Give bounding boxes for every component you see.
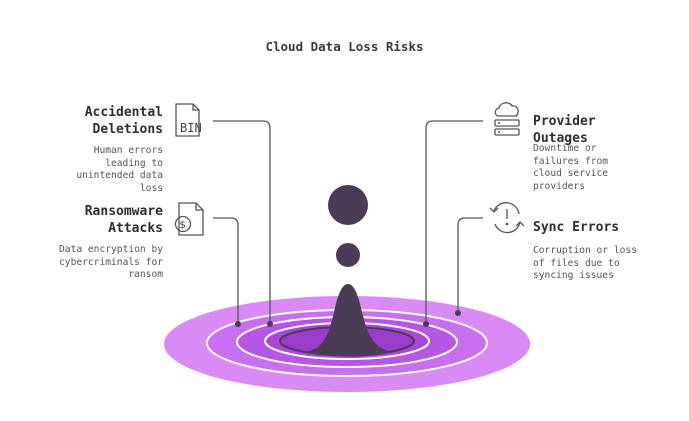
sync-alert-icon (489, 202, 525, 234)
dollar-icon-label: $ (180, 220, 186, 231)
heading-provider-outages: Provider Outages (533, 114, 596, 146)
connector-dot-sync-errors (455, 310, 461, 316)
cloud-server-icon (494, 102, 520, 136)
connector-dot-provider-outages (423, 321, 429, 327)
water-drop-large (328, 185, 368, 225)
bin-file-icon (175, 103, 200, 137)
heading-accidental-deletions: Accidental Deletions (84, 105, 163, 137)
splash-peak (304, 284, 394, 357)
desc-ransomware-attacks: Data encryption by cybercriminals for ra… (59, 244, 163, 280)
diagram-title: Cloud Data Loss Risks (265, 39, 424, 54)
connector-dot-ransomware-attacks (235, 321, 241, 327)
bin-icon-label: BIN (180, 121, 202, 135)
desc-accidental-deletions: Human errors leading to unintended data … (76, 145, 163, 194)
connector-sync-errors (457, 217, 483, 313)
water-drop-small (336, 243, 360, 267)
connector-provider-outages (425, 120, 483, 324)
desc-sync-errors: Corruption or loss of files due to synci… (533, 245, 637, 281)
desc-provider-outages: Downtime or failures from cloud service … (533, 143, 609, 192)
heading-ransomware-attacks: Ransomware Attacks (84, 204, 163, 236)
dollar-file-icon (174, 202, 204, 236)
connector-ransomware-attacks (213, 217, 239, 324)
heading-sync-errors: Sync Errors (533, 220, 620, 235)
connector-accidental-deletions (213, 120, 271, 324)
connector-dot-accidental-deletions (267, 321, 273, 327)
